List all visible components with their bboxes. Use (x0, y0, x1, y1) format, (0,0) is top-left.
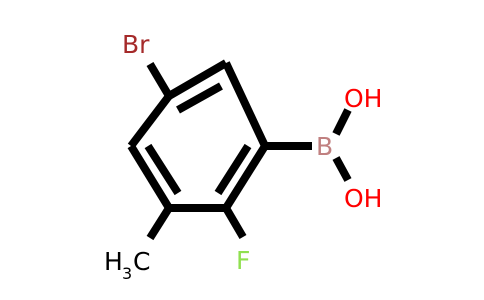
bond-c1-br (146, 61, 173, 99)
bond-c6-c1 (127, 93, 173, 149)
bond-c5-methyl (146, 205, 173, 241)
bond-b-oh-top (332, 108, 352, 136)
hydroxyl-bottom-label: OH (344, 184, 382, 213)
bond-b-oh-bottom (332, 156, 352, 182)
bond-c3-c4 (222, 143, 269, 211)
bond-c4-f (222, 205, 247, 240)
hydroxyl-top-label: OH (344, 84, 382, 113)
bond-inner-c5-c6 (144, 143, 182, 196)
methyl-c-label: C (133, 247, 150, 276)
bond-inner-c3-c4 (214, 143, 252, 196)
bromine-label: Br (122, 30, 150, 59)
boron-label: B (316, 132, 333, 161)
fluorine-label: F (236, 246, 250, 275)
bond-inner-c1-c2 (176, 82, 223, 114)
bond-c2-c3 (222, 61, 269, 148)
methyl-h-label: H (104, 247, 123, 276)
bond-c5-c6 (127, 143, 173, 211)
bond-c1-c2 (166, 59, 229, 100)
methyl-subscript-label: 3 (122, 264, 132, 283)
